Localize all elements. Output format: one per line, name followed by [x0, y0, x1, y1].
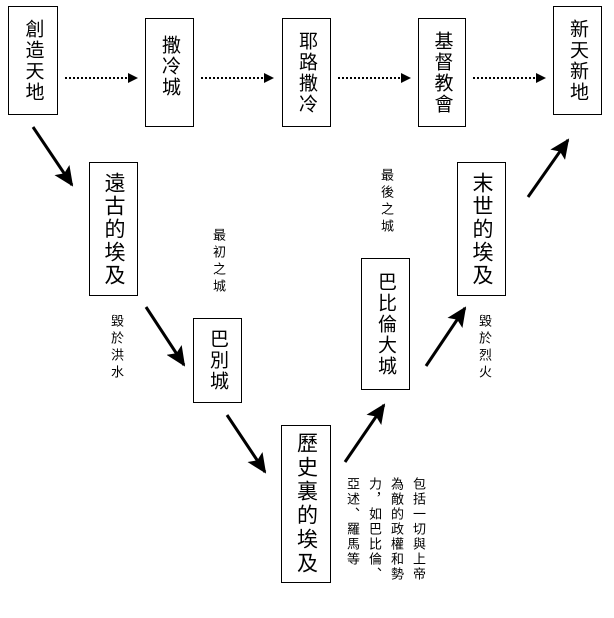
- label-flood: 毀於洪水: [108, 314, 123, 386]
- node-salem-label: 撒冷城: [159, 35, 181, 98]
- node-new-heaven-earth-label: 新天新地: [567, 18, 589, 103]
- node-church-label: 基督教會: [431, 30, 454, 115]
- note-enemy-powers: 包括一切與上帝 為敵的政權和勢 力，如巴比倫、 亞述、羅馬等: [340, 477, 428, 617]
- arrow-historical-egypt-to-babylon: [343, 403, 386, 463]
- label-last-city: 最後之城: [378, 168, 393, 240]
- node-historical-egypt: 歷史裏的埃及: [281, 425, 331, 583]
- note-line-4: 亞述、羅馬等: [344, 477, 359, 567]
- node-salem: 撒冷城: [145, 18, 194, 127]
- node-endtime-egypt: 末世的埃及: [457, 162, 506, 296]
- arrow-creation-to-ancient-egypt: [31, 126, 74, 187]
- node-jerusalem-label: 耶路撒冷: [296, 30, 318, 115]
- node-endtime-egypt-label: 末世的埃及: [470, 171, 494, 287]
- label-fire-text: 毀於烈火: [476, 314, 491, 382]
- label-flood-text: 毀於洪水: [108, 314, 123, 382]
- note-line-1: 包括一切與上帝: [410, 477, 425, 582]
- label-last-city-text: 最後之城: [378, 168, 393, 236]
- node-jerusalem: 耶路撒冷: [282, 18, 331, 127]
- arrow-babel-to-historical-egypt: [225, 414, 267, 474]
- node-ancient-egypt: 遠古的埃及: [89, 162, 138, 296]
- node-ancient-egypt-label: 遠古的埃及: [102, 171, 126, 287]
- label-fire: 毀於烈火: [476, 314, 491, 386]
- arrow-endtime-egypt-to-new-heaven: [526, 138, 570, 198]
- arrow-ancient-egypt-to-babel: [144, 306, 186, 367]
- arrow-babylon-to-endtime-egypt: [424, 306, 467, 367]
- node-historical-egypt-label: 歷史裏的埃及: [294, 432, 319, 576]
- note-line-2: 為敵的政權和勢: [388, 477, 403, 582]
- node-babel: 巴別城: [193, 318, 242, 403]
- node-new-heaven-earth: 新天新地: [553, 6, 602, 115]
- node-babylon-great-label: 巴比倫大城: [375, 271, 397, 377]
- label-first-city: 最初之城: [210, 228, 225, 300]
- node-babylon-great: 巴比倫大城: [361, 258, 410, 390]
- node-church: 基督教會: [418, 18, 466, 127]
- note-line-3: 力，如巴比倫、: [366, 477, 381, 582]
- node-babel-label: 巴別城: [207, 329, 229, 392]
- label-first-city-text: 最初之城: [210, 228, 225, 296]
- node-creation: 創造天地: [8, 6, 58, 115]
- node-creation-label: 創造天地: [22, 18, 45, 103]
